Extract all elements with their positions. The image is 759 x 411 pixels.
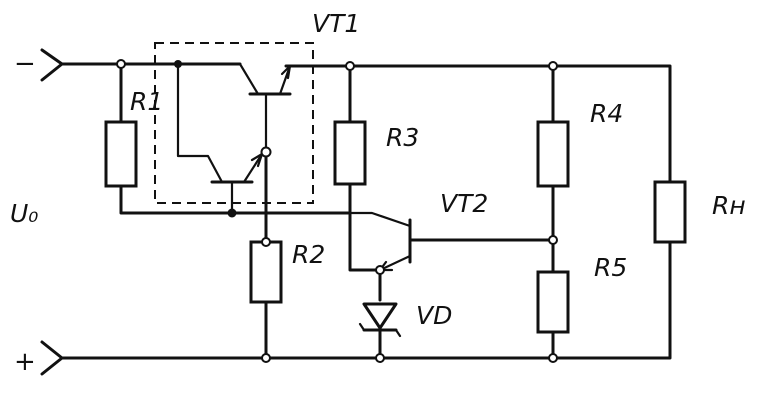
vt1-enclosure: [154, 42, 314, 204]
label-r5: R5: [594, 253, 627, 282]
label-vd: VD: [416, 301, 452, 330]
resistor-r1: [104, 120, 138, 188]
resistor-r2: [249, 240, 283, 304]
r1-wires: [119, 62, 350, 215]
label-plus: +: [14, 347, 36, 377]
label-r2: R2: [292, 240, 325, 269]
negative-input-terminal: [40, 48, 64, 82]
resistor-r5: [536, 270, 570, 334]
label-r3: R3: [386, 123, 419, 152]
resistor-r3: [333, 120, 367, 186]
label-r1: R1: [130, 87, 163, 116]
junction-nodes: [116, 59, 558, 363]
resistor-rn: [653, 180, 687, 244]
label-vt2: VT2: [440, 189, 488, 218]
label-u0: U₀: [10, 199, 38, 228]
diode-vd: [358, 302, 402, 338]
positive-input-terminal: [40, 340, 64, 376]
label-minus: −: [14, 49, 36, 79]
label-r4: R4: [590, 99, 623, 128]
transistor-vt1: [176, 62, 292, 215]
label-vt1: VT1: [312, 9, 360, 38]
transistor-vt2: [346, 211, 555, 272]
positive-rail: [60, 240, 672, 360]
label-rn: Rн: [712, 191, 746, 220]
resistor-r4: [536, 120, 570, 188]
